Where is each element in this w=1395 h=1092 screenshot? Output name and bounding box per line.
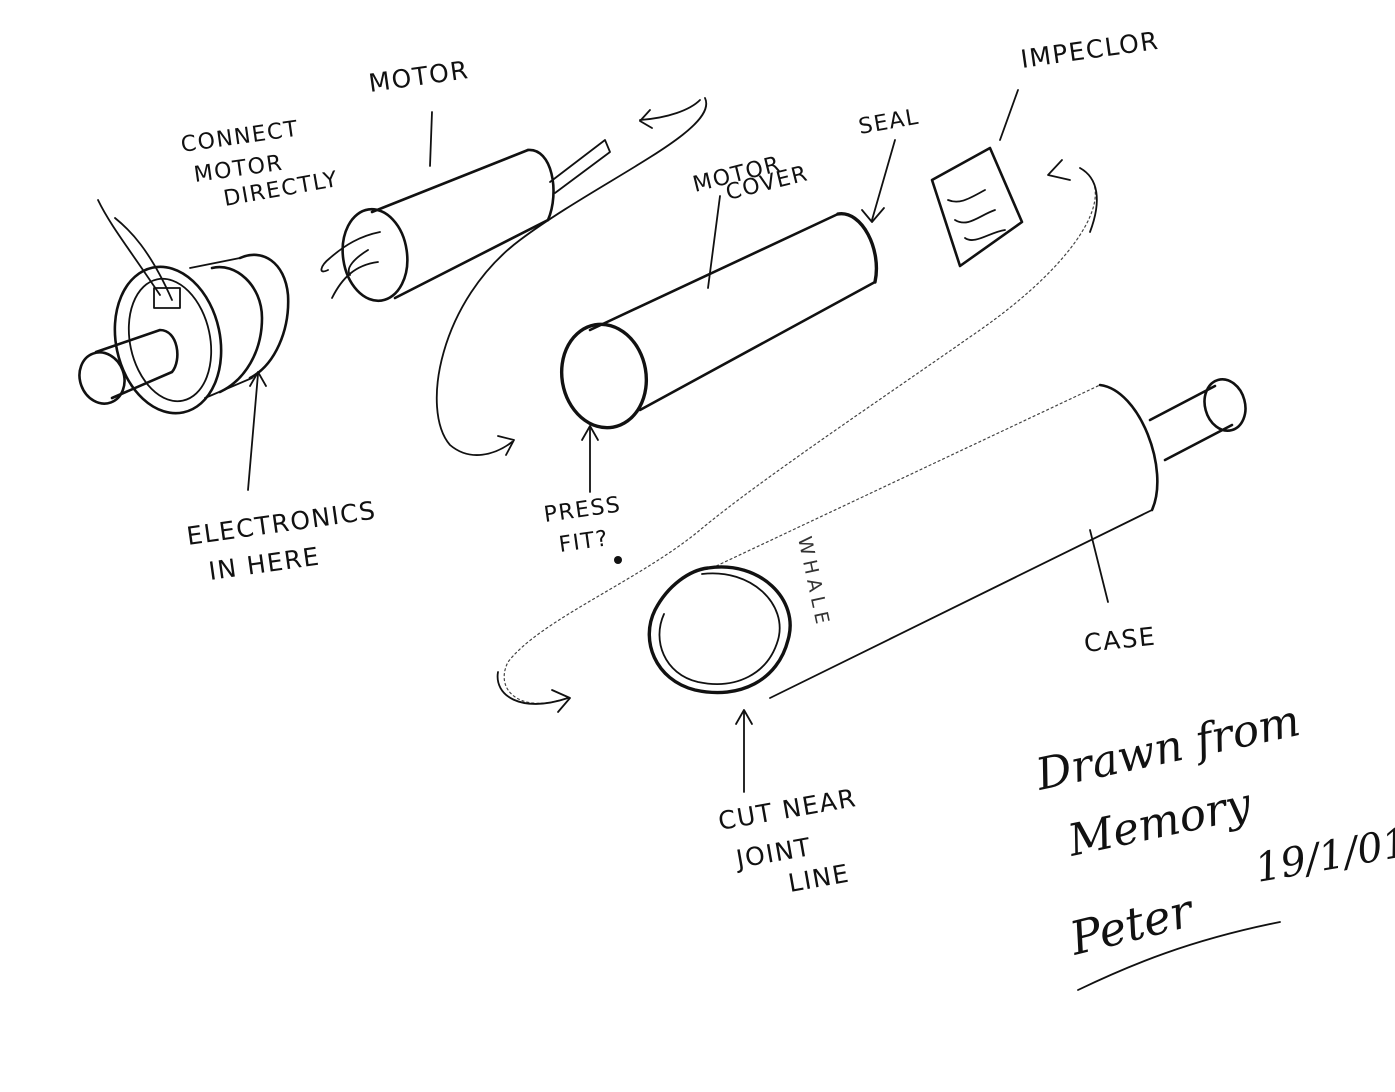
electronics-arrowhead <box>249 371 267 387</box>
housing-ring-back <box>238 253 290 380</box>
motor-wire-1 <box>320 231 381 273</box>
cover-leader <box>707 195 721 289</box>
housing-front-face <box>113 265 223 415</box>
impellor-vane-2 <box>954 209 996 224</box>
seal-arrowhead <box>861 207 885 223</box>
flow-arrowhead-right-top <box>1047 159 1071 181</box>
flow-arrow-right-solid-bottom <box>496 671 569 705</box>
case-front-opening <box>647 565 792 695</box>
flow-arrow-right-solid-top <box>1079 167 1098 233</box>
impellor <box>930 89 1024 268</box>
motor-wire-2 <box>331 261 379 299</box>
label-electronics-line1: ELECTRONICS <box>185 496 378 551</box>
flow-arrowhead-right-bottom <box>551 689 571 713</box>
press-fit-dot <box>614 556 622 564</box>
electronics-leader <box>247 373 259 491</box>
case-leader <box>1089 529 1109 603</box>
seal-leader <box>871 139 896 221</box>
impellor-leader <box>999 89 1019 141</box>
signature-underline <box>1077 921 1281 991</box>
motor-bottom-edge <box>393 218 550 300</box>
label-connect-line1: CONNECT <box>179 117 300 158</box>
case-top-edge <box>711 384 1101 569</box>
motor-front-face <box>341 207 409 303</box>
motor-back-end <box>526 148 555 222</box>
label-seal: SEAL <box>857 105 922 140</box>
cover-front-face <box>559 322 649 430</box>
case-bottom-edge <box>769 509 1153 699</box>
flow-arrowhead-left-top <box>639 109 653 129</box>
flow-arrow-left <box>435 97 708 456</box>
case <box>647 378 1247 793</box>
case-stamp: WHALE <box>793 534 834 630</box>
flow-arrow-right <box>503 167 1096 704</box>
label-press-fit-line2: FIT? <box>557 526 610 558</box>
label-motor: MOTOR <box>367 55 471 98</box>
housing-body-lines <box>189 257 253 399</box>
label-cut-line3: LINE <box>786 859 852 898</box>
case-front-inner <box>658 572 781 685</box>
housing-front-rim <box>127 277 213 403</box>
motor-leader <box>429 111 433 167</box>
label-case: CASE <box>1083 622 1158 658</box>
cover-seal-end <box>836 212 878 284</box>
signature-name: Peter <box>1064 883 1201 966</box>
wire-2 <box>114 217 173 301</box>
impellor-vane-3 <box>964 229 1006 241</box>
label-press-fit-line1: PRESS <box>542 492 623 528</box>
housing-ring-mid <box>210 265 264 394</box>
case-shaft-top <box>1148 384 1217 422</box>
signature-note-line2: Memory <box>1063 778 1257 867</box>
label-electronics-line2: IN HERE <box>207 542 322 586</box>
press-fit-arrowhead <box>581 425 599 441</box>
impellor-vane-1 <box>947 189 986 203</box>
signature-note-line1: Drawn from <box>1031 695 1305 801</box>
flow-arrowhead-left <box>497 435 515 456</box>
cover-bottom-edge <box>638 280 877 412</box>
motor-cover <box>559 139 896 493</box>
label-cut-line1: CUT NEAR <box>716 783 859 836</box>
case-shaft-bottom <box>1163 423 1234 462</box>
connector <box>153 287 181 309</box>
case-back-end <box>1098 383 1159 512</box>
motor-shaft <box>549 139 611 194</box>
shaft-end <box>78 351 126 405</box>
signature-date: 19/1/01 <box>1252 820 1395 892</box>
shaft-body <box>94 328 179 400</box>
case-shaft-end <box>1203 378 1247 432</box>
motor-wire-3 <box>347 249 369 276</box>
electronics-housing <box>78 199 290 415</box>
motor-top-edge <box>370 148 530 214</box>
cut-arrowhead <box>735 709 753 725</box>
flow-arrow-left-top <box>639 99 701 121</box>
label-impellor: IMPECLOR <box>1019 26 1161 74</box>
impellor-blade <box>930 146 1024 268</box>
motor <box>320 111 611 303</box>
cover-top-edge <box>588 212 840 332</box>
